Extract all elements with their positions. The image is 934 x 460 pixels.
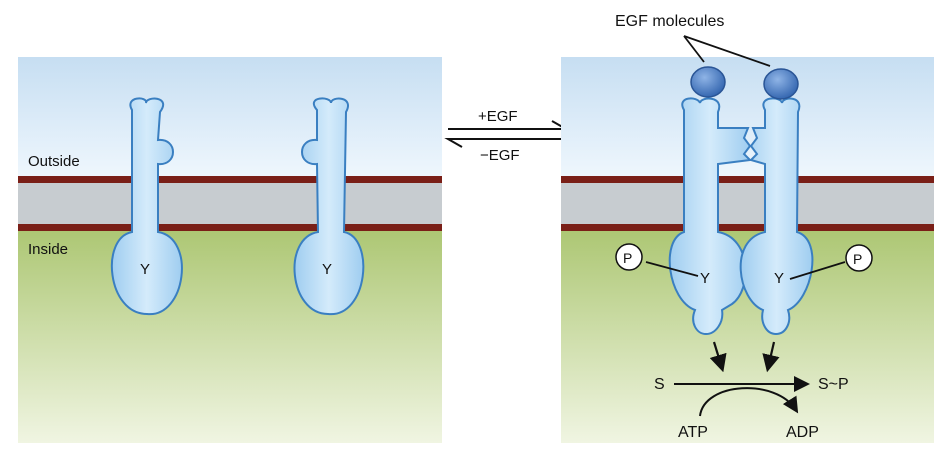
phosphate-circle [845,244,873,272]
tyrosine-label: Y [322,261,332,278]
plus-egf-label: +EGF [478,108,518,125]
atp-label: ATP [678,424,708,441]
outside-region [18,57,442,178]
reverse-arrow [444,138,566,148]
minus-egf-label: −EGF [480,147,520,164]
right-panel: EGF molecules Y Y P P S S~P ATP [561,13,934,443]
egf-receptor-dimer-right: Y [739,97,814,336]
inside-label: Inside [28,241,68,258]
adp-label: ADP [786,424,819,441]
phosphate-bond [645,261,699,277]
egf-receptor-dimer-left: Y [668,97,753,336]
phosphate-label: P [623,250,632,266]
tyrosine-label: Y [774,270,784,287]
egf-molecule [763,68,799,100]
left-panel: Outside Inside Y Y [18,57,442,443]
egf-molecule [690,66,726,98]
phospho-substrate-label: S~P [818,376,849,393]
atp-adp-arrow [699,387,799,417]
pointer-line [683,35,705,63]
phosphate-label: P [853,251,862,267]
membrane-inner-line [561,224,934,231]
membrane-band [561,178,934,230]
tyrosine-label: Y [700,270,710,287]
outside-label: Outside [28,153,80,170]
phosphate-bond [789,261,846,280]
equilibrium-arrows: +EGF −EGF [444,108,570,164]
egf-receptor-monomer: Y [293,97,365,316]
kinase-arrow [709,341,727,373]
egf-molecules-label: EGF molecules [615,13,724,30]
kinase-arrow [762,341,780,373]
membrane-inner-line [18,224,442,231]
membrane-outer-line [561,176,934,183]
membrane-outer-line [18,176,442,183]
egf-receptor-monomer: Y [111,97,183,316]
membrane-band [18,178,442,230]
substrate-label: S [654,376,665,393]
tyrosine-label: Y [140,261,150,278]
pointer-line [683,35,771,67]
phosphate-circle [615,243,643,271]
inside-region [18,231,442,443]
